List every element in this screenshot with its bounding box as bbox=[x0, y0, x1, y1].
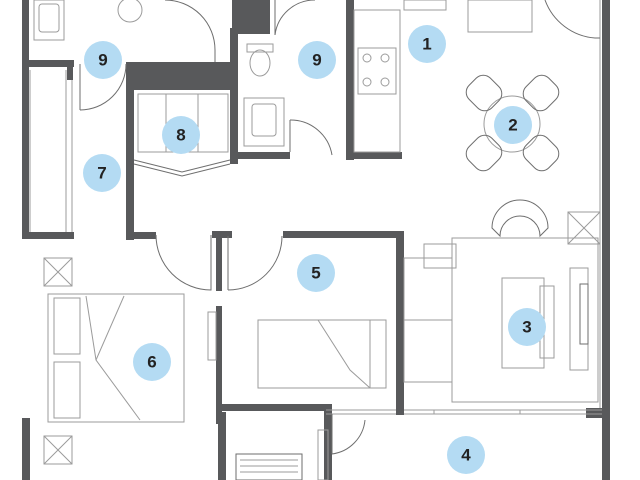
svg-text:9: 9 bbox=[312, 51, 321, 70]
svg-text:1: 1 bbox=[422, 35, 431, 54]
room-label-bedroom-2: 5 bbox=[297, 254, 335, 292]
room-label-laundry: 8 bbox=[162, 116, 200, 154]
svg-text:2: 2 bbox=[508, 116, 517, 135]
glazing-lines bbox=[29, 0, 602, 415]
walls bbox=[22, 0, 610, 480]
doors bbox=[79, 0, 600, 455]
room-label-bathroom-right: 9 bbox=[298, 41, 336, 79]
room-label-kitchen: 1 bbox=[408, 25, 446, 63]
svg-text:9: 9 bbox=[98, 51, 107, 70]
room-label-dining: 2 bbox=[494, 106, 532, 144]
room-label-balcony: 4 bbox=[447, 436, 485, 474]
room-label-hallway: 7 bbox=[83, 154, 121, 192]
room-label-master-bedroom: 6 bbox=[133, 343, 171, 381]
room-label-living: 3 bbox=[508, 308, 546, 346]
svg-text:7: 7 bbox=[97, 164, 106, 183]
svg-text:4: 4 bbox=[461, 446, 471, 465]
svg-text:5: 5 bbox=[311, 264, 320, 283]
room-label-bathroom-left: 9 bbox=[84, 41, 122, 79]
svg-text:6: 6 bbox=[147, 353, 156, 372]
svg-text:3: 3 bbox=[522, 318, 531, 337]
svg-text:8: 8 bbox=[176, 126, 185, 145]
